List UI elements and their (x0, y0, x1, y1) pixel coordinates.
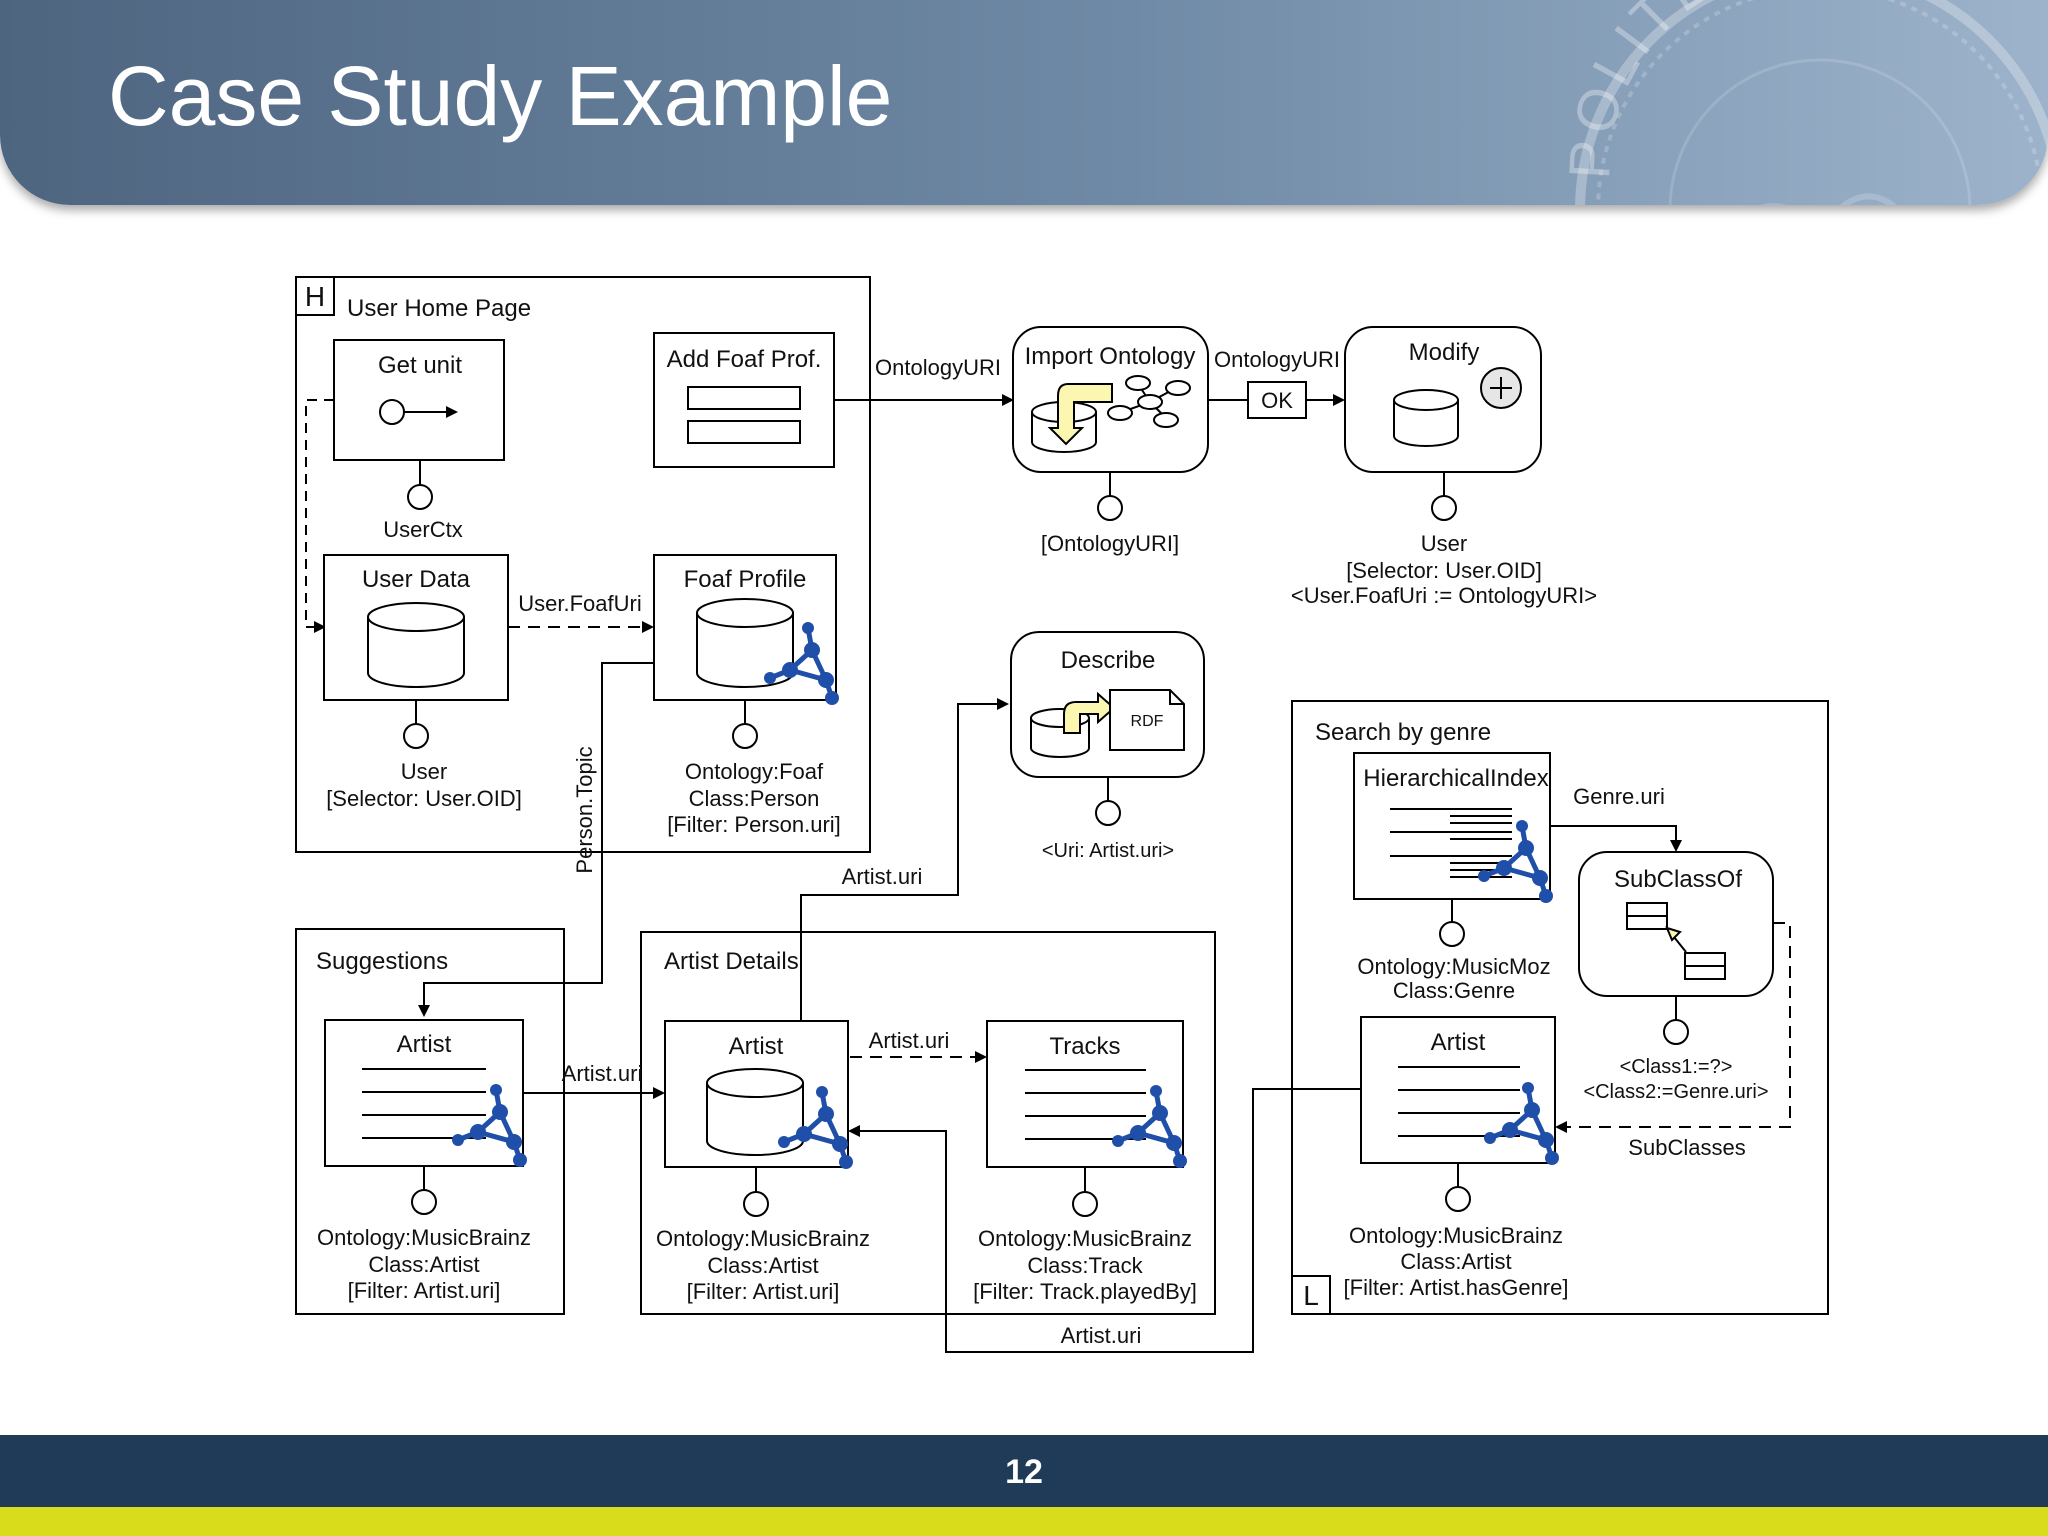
user-data-title: User Data (362, 566, 471, 593)
link-label-ontologyuri-1: OntologyURI (875, 355, 1001, 380)
tracks-title: Tracks (1049, 1033, 1120, 1060)
unit-hierarchical-index: HierarchicalIndex Ontology:MusicMoz Clas… (1353, 752, 1553, 1003)
search-artist-param-3: [Filter: Artist.hasGenre] (1344, 1275, 1569, 1300)
foaf-profile-param-2: Class:Person (689, 786, 820, 811)
import-arrow-icon (1047, 383, 1113, 446)
import-ontology-title: Import Ontology (1025, 343, 1196, 370)
tree-list-icon (1390, 808, 1512, 878)
slide-title: Case Study Example (108, 49, 893, 143)
link-label-artist-uri-tracks: Artist.uri (869, 1028, 950, 1053)
slide-header: Case Study Example POLITECNICO (0, 0, 2048, 205)
tracks-param-3: [Filter: Track.playedBy] (973, 1279, 1197, 1304)
links (305, 394, 1791, 1353)
suggestions-artist-param-3: [Filter: Artist.uri] (348, 1278, 501, 1303)
graph-icon (1107, 375, 1191, 428)
link-label-ontologyuri-2: OntologyURI (1214, 347, 1340, 372)
search-artist-param-2: Class:Artist (1400, 1249, 1511, 1274)
database-icon (1393, 389, 1459, 447)
get-unit-param: UserCtx (383, 517, 462, 542)
search-artist-param-1: Ontology:MusicBrainz (1349, 1223, 1563, 1248)
suggestions-title: Suggestions (316, 948, 448, 975)
subclassof-param-2: <Class2:=Genre.uri> (1583, 1081, 1768, 1103)
class-hierarchy-icon (1626, 902, 1726, 980)
user-data-param-2: [Selector: User.OID] (326, 786, 522, 811)
link-label-person-topic: Person.Topic (572, 746, 597, 873)
unit-details-artist: Artist Ontology:MusicBrainz Class:Artist… (656, 1020, 870, 1304)
unit-foaf-profile: Foaf Profile Ontology:Foaf Class:Person … (653, 554, 841, 837)
container-user-home-page: H User Home Page (295, 276, 871, 853)
tracks-param-1: Ontology:MusicBrainz (978, 1226, 1192, 1251)
hierarchical-index-param-1: Ontology:MusicMoz (1357, 954, 1550, 979)
foaf-profile-title: Foaf Profile (684, 566, 807, 593)
form-field-icon (687, 386, 801, 410)
artist-details-title: Artist Details (664, 948, 799, 975)
form-field-icon (687, 420, 801, 444)
rdf-label: RDF (1131, 713, 1164, 730)
link-label-artist-uri-describe: Artist.uri (842, 864, 923, 889)
footer-accent-bar (0, 1507, 2048, 1536)
unit-get-unit: Get unit UserCtx (333, 339, 505, 542)
unit-user-data: User Data User [Selector: User.OID] (323, 554, 522, 811)
container-suggestions: Suggestions (295, 928, 565, 1315)
details-artist-title: Artist (729, 1033, 784, 1060)
rdf-document-icon: RDF (1109, 689, 1185, 751)
ok-button[interactable]: OK (1247, 381, 1307, 419)
university-seal: POLITECNICO (1557, 0, 2048, 205)
tracks-param-2: Class:Track (1027, 1253, 1143, 1278)
container-search-by-genre: L Search by genre (1291, 700, 1829, 1315)
details-artist-param-1: Ontology:MusicBrainz (656, 1226, 870, 1251)
home-marker: H (305, 281, 325, 312)
unit-tracks: Tracks Ontology:MusicBrainz Class:Track … (973, 1020, 1197, 1304)
link-label-artist-uri-suggest: Artist.uri (562, 1061, 643, 1086)
container-artist-details: Artist Details (640, 931, 1216, 1315)
subclassof-param-1: <Class1:=?> (1620, 1056, 1733, 1078)
home-title: User Home Page (347, 295, 531, 322)
describe-param: <Uri: Artist.uri> (1042, 840, 1174, 862)
database-icon (696, 598, 794, 688)
search-artist-title: Artist (1431, 1029, 1486, 1056)
modify-param-2: [Selector: User.OID] (1346, 558, 1542, 583)
import-ontology-param: [OntologyURI] (1041, 531, 1179, 556)
unit-add-foaf-profile[interactable]: Add Foaf Prof. (653, 332, 835, 468)
unit-subclassof: SubClassOf <Class1:=?> <Class2:=Genre.ur… (1578, 851, 1774, 1103)
ok-button-label: OK (1261, 388, 1293, 413)
user-data-param-1: User (401, 759, 447, 784)
webml-diagram: H User Home Page Suggestions Artist Deta… (295, 276, 1829, 1353)
add-foaf-title: Add Foaf Prof. (667, 346, 822, 373)
search-title: Search by genre (1315, 719, 1491, 746)
database-icon (367, 602, 465, 688)
page-number: 12 (1005, 1453, 1043, 1491)
plus-icon (1480, 367, 1522, 409)
context-icon (379, 399, 405, 425)
hierarchical-index-param-2: Class:Genre (1393, 978, 1515, 1003)
modify-param-3: <User.FoafUri := OntologyURI> (1291, 583, 1597, 608)
unit-suggestions-artist: Artist Ontology:MusicBrainz Class:Artist… (317, 1019, 531, 1303)
get-unit-title: Get unit (378, 352, 462, 379)
search-marker: L (1303, 1280, 1319, 1311)
foaf-profile-param-1: Ontology:Foaf (685, 759, 824, 784)
subclassof-title: SubClassOf (1614, 866, 1742, 893)
suggestions-artist-param-1: Ontology:MusicBrainz (317, 1225, 531, 1250)
link-label-genre-uri: Genre.uri (1573, 784, 1665, 809)
link-label-subclasses: SubClasses (1628, 1135, 1745, 1160)
unit-search-artist: Artist Ontology:MusicBrainz Class:Artist… (1344, 1016, 1569, 1300)
list-lines-icon (362, 1068, 486, 1139)
link-label-artist-uri-bottom: Artist.uri (1061, 1323, 1142, 1348)
unit-describe: Describe RDF <Uri: Artist.uri> (1010, 631, 1205, 862)
suggestions-artist-param-2: Class:Artist (368, 1252, 479, 1277)
details-artist-param-2: Class:Artist (707, 1253, 818, 1278)
modify-param-1: User (1421, 531, 1467, 556)
modify-title: Modify (1409, 339, 1480, 366)
details-artist-param-3: [Filter: Artist.uri] (687, 1279, 840, 1304)
suggestions-artist-title: Artist (397, 1031, 452, 1058)
describe-title: Describe (1061, 647, 1156, 674)
hierarchical-index-title: HierarchicalIndex (1363, 765, 1548, 792)
unit-modify: Modify User [Selector: User.OID] <User.F… (1291, 326, 1597, 608)
link-label-user-foafuri: User.FoafUri (518, 591, 641, 616)
export-arrow-icon (1063, 691, 1116, 734)
database-icon (706, 1068, 804, 1156)
slide-footer: 12 (0, 1435, 2048, 1507)
foaf-profile-param-3: [Filter: Person.uri] (667, 812, 841, 837)
unit-import-ontology: Import Ontology [OntologyURI] (1012, 326, 1209, 556)
